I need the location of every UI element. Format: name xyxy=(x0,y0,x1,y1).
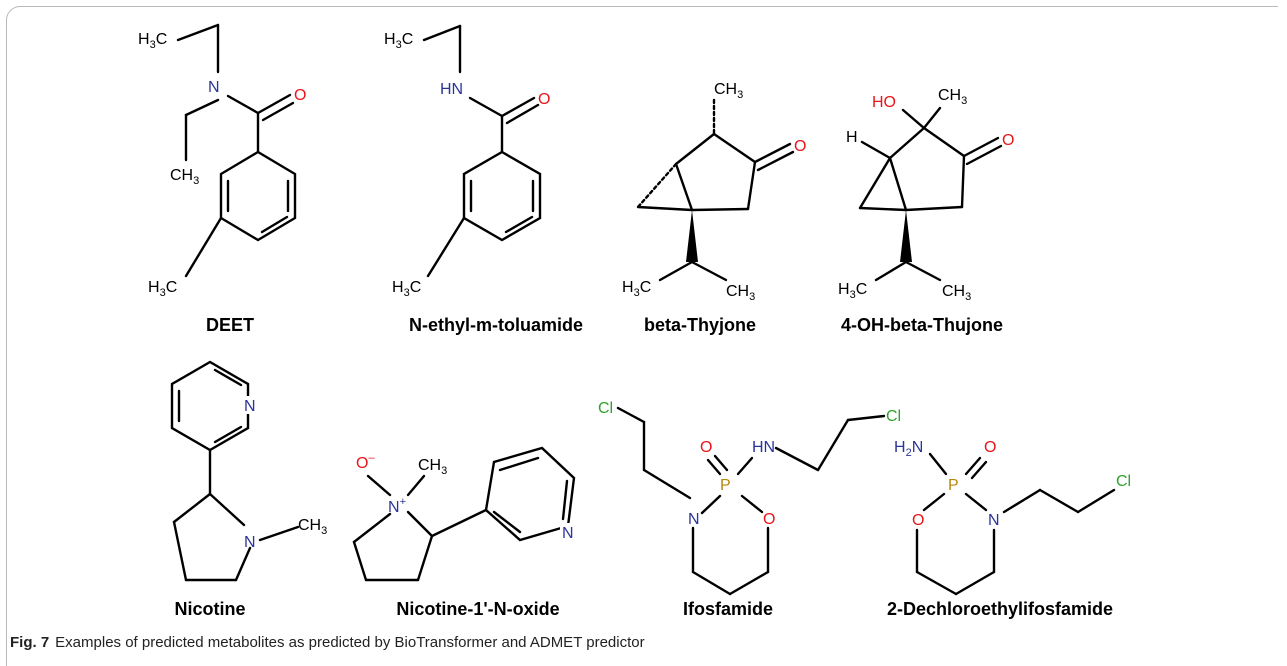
atom-label-n: N+ xyxy=(388,496,406,516)
atom-label: CH3 xyxy=(938,87,967,107)
atom-label-h2n: H2N xyxy=(894,439,923,459)
atom-label: CH3 xyxy=(726,283,755,303)
atom-label-n: N xyxy=(208,79,220,96)
atom-label-ho: HO xyxy=(872,94,896,111)
atom-label-n: N xyxy=(688,511,700,528)
atom-label: H3C xyxy=(622,279,651,299)
atom-label-o: O– xyxy=(356,452,375,472)
atom-label-cl: Cl xyxy=(1116,473,1131,490)
atom-label-n: N xyxy=(244,398,256,415)
molecule-4-oh-beta-thujone: HO CH3 O H H3C CH3 4-OH-beta-Thujone xyxy=(838,87,1014,335)
molecule-n-ethyl-m-toluamide: H3C HN O H3C N-ethyl-m-toluamide xyxy=(384,24,583,335)
molecule-name: DEET xyxy=(206,315,254,335)
figure-label: Fig. 7 xyxy=(10,634,50,651)
molecule-name: 4-OH-beta-Thujone xyxy=(841,315,1003,335)
atom-label-o: O xyxy=(294,87,306,104)
atom-label-o: O xyxy=(763,511,775,528)
atom-label: CH3 xyxy=(714,81,743,101)
figure-frame xyxy=(6,6,1278,666)
atom-label: CH3 xyxy=(298,517,327,537)
atom-label: H3C xyxy=(148,279,177,299)
atom-label-o: O xyxy=(700,439,712,456)
molecule-dechloroethylifosfamide: H2N O P O N Cl 2-Dechloroethylifosfamide xyxy=(887,439,1131,619)
atom-label-p: P xyxy=(948,477,959,494)
atom-label: CH3 xyxy=(418,457,447,477)
atom-label-o: O xyxy=(794,138,806,155)
atom-label-n: N xyxy=(562,525,574,542)
atom-label-p: P xyxy=(720,477,731,494)
atom-label: CH3 xyxy=(942,283,971,303)
atom-label-h: H xyxy=(846,129,858,146)
atom-label-o: O xyxy=(1002,132,1014,149)
molecule-deet: H3C CH3 N O H3C DEET xyxy=(138,23,306,335)
molecule-ifosfamide: Cl N O P O HN Cl Ifosfamide xyxy=(598,400,901,619)
atom-label-hn: HN xyxy=(440,81,463,98)
molecule-name: beta-Thyjone xyxy=(644,315,756,335)
atom-label-n: N xyxy=(988,512,1000,529)
molecule-nicotine: N N CH3 Nicotine xyxy=(170,360,327,619)
molecule-beta-thyjone: CH3 O H3C CH3 beta-Thyjone xyxy=(622,81,806,335)
atom-label: H3C xyxy=(392,279,421,299)
atom-label-hn: HN xyxy=(752,439,775,456)
caption-text: Examples of predicted metabolites as pre… xyxy=(55,634,645,651)
atom-label: H3C xyxy=(138,31,167,51)
atom-label-cl: Cl xyxy=(886,408,901,425)
atom-label: H3C xyxy=(838,281,867,301)
molecule-name: Ifosfamide xyxy=(683,599,773,619)
molecule-name: N-ethyl-m-toluamide xyxy=(409,315,583,335)
atom-label-n: N xyxy=(244,534,256,551)
molecule-name: 2-Dechloroethylifosfamide xyxy=(887,599,1113,619)
atom-label: CH3 xyxy=(170,167,199,187)
molecule-name: Nicotine xyxy=(174,599,245,619)
atom-label-o: O xyxy=(984,439,996,456)
atom-label-o: O xyxy=(912,512,924,529)
atom-label-cl: Cl xyxy=(598,400,613,417)
molecule-name: Nicotine-1'-N-oxide xyxy=(396,599,559,619)
atom-label: H3C xyxy=(384,31,413,51)
molecule-nicotine-n-oxide: O– CH3 N+ N Nicotine-1'-N-oxide xyxy=(352,446,578,619)
atom-label-o: O xyxy=(538,91,550,108)
figure-caption: Fig. 7 Examples of predicted metabolites … xyxy=(10,634,645,651)
